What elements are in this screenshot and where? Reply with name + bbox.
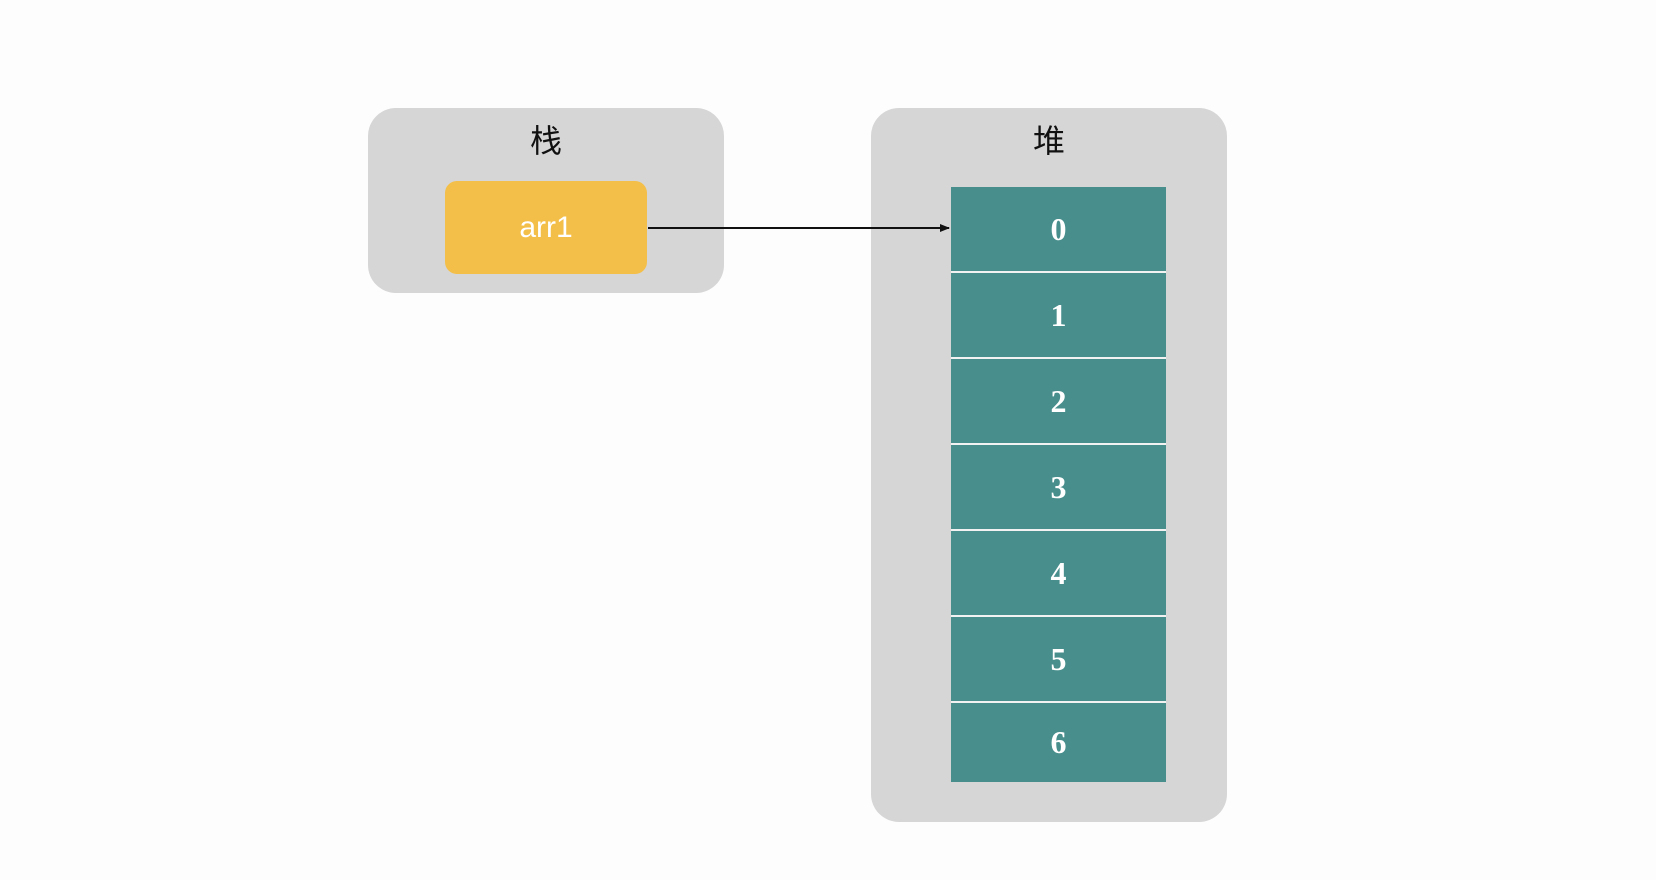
arr1-variable-box: arr1 bbox=[445, 181, 647, 274]
array-cell-divider bbox=[951, 529, 1166, 531]
array-cell-2: 2 bbox=[1050, 382, 1067, 419]
stack-title: 栈 bbox=[529, 122, 562, 160]
stack-panel: 栈 arr1 bbox=[368, 108, 724, 293]
heap-title: 堆 bbox=[1032, 122, 1065, 160]
array-cell-divider bbox=[951, 443, 1166, 445]
heap-array: 0 1 2 3 4 5 6 bbox=[951, 187, 1166, 782]
array-cell-0: 0 bbox=[1050, 210, 1067, 247]
array-cell-divider bbox=[951, 357, 1166, 359]
array-cell-4: 4 bbox=[1050, 554, 1067, 591]
array-cell-1: 1 bbox=[1050, 296, 1067, 333]
array-cell-3: 3 bbox=[1050, 468, 1067, 505]
array-cell-divider bbox=[951, 615, 1166, 617]
array-cell-5: 5 bbox=[1050, 640, 1067, 677]
array-cell-divider bbox=[951, 271, 1166, 273]
heap-panel: 堆 0 1 2 3 4 5 6 bbox=[871, 108, 1227, 822]
array-cell-6: 6 bbox=[1050, 724, 1067, 760]
array-cell-divider bbox=[951, 701, 1166, 703]
